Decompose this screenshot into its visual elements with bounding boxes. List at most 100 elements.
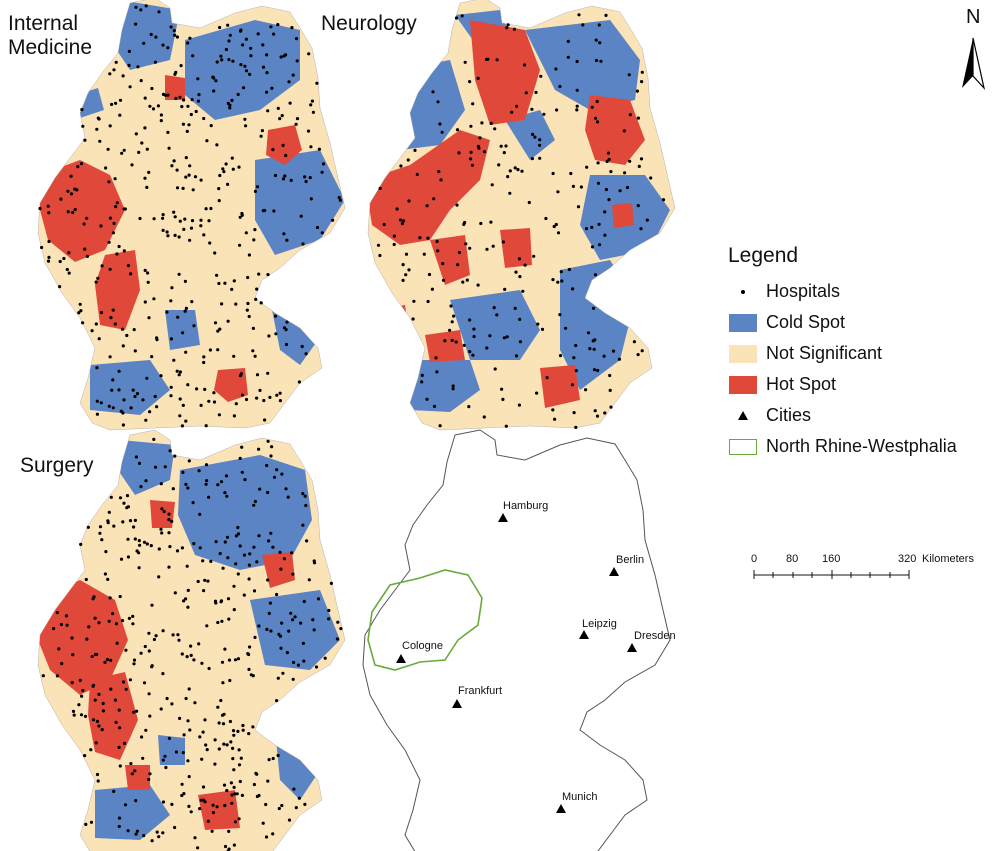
hospital-point: [182, 98, 186, 102]
hospital-point: [412, 299, 416, 303]
hospital-point: [606, 151, 611, 155]
hospital-point: [47, 255, 51, 259]
hospital-point: [551, 408, 555, 412]
hospital-point: [302, 659, 306, 663]
hospital-point: [187, 804, 191, 809]
hospital-point: [101, 701, 105, 706]
hospital-point: [450, 338, 454, 342]
hospital-point: [226, 23, 230, 27]
hospital-point: [140, 735, 144, 739]
hospital-point: [530, 157, 535, 161]
hospital-point: [244, 37, 248, 41]
hospital-point: [146, 271, 150, 275]
hospital-point: [225, 535, 230, 539]
hospital-point: [80, 108, 84, 112]
hospital-point: [253, 635, 257, 640]
hospital-point: [415, 172, 419, 177]
hospital-point: [107, 240, 111, 244]
hospital-point: [160, 507, 164, 511]
hospital-point: [200, 661, 204, 665]
hospital-point: [482, 150, 487, 154]
hospital-point: [47, 239, 51, 244]
hospital-point: [118, 594, 122, 599]
hospital-point: [218, 327, 222, 331]
hospital-point: [331, 218, 335, 222]
hospital-point: [142, 41, 146, 45]
hospital-point: [184, 696, 188, 701]
hospital-point: [304, 179, 308, 184]
hospital-point: [233, 792, 237, 796]
hospital-point: [230, 801, 234, 805]
hospital-point: [167, 518, 171, 522]
hospital-point: [269, 629, 273, 633]
hospital-point: [280, 803, 284, 808]
hospital-point: [137, 551, 141, 555]
hospital-point: [188, 164, 192, 168]
hospital-point: [427, 272, 432, 277]
hospital-point: [435, 239, 439, 244]
hospital-point: [167, 736, 171, 741]
hospital-point: [40, 245, 44, 250]
legend-label: Cold Spot: [766, 312, 846, 332]
hospital-point: [553, 417, 557, 421]
hospital-point: [530, 107, 534, 111]
hospital-point: [592, 347, 596, 351]
hospital-point: [329, 581, 333, 586]
hospital-point: [193, 701, 197, 705]
hospital-point: [586, 331, 591, 335]
hospital-point: [66, 189, 70, 193]
hospital-point: [117, 244, 121, 249]
north-arrow-icon: [962, 37, 986, 91]
hospital-point: [189, 644, 193, 648]
hospital-point: [148, 104, 152, 108]
hospital-point: [199, 218, 203, 222]
hospital-point: [207, 399, 211, 403]
hospital-point: [133, 537, 137, 541]
hospital-point: [577, 13, 581, 17]
hospital-point: [264, 802, 268, 807]
hospital-point: [113, 698, 117, 702]
hospital-point: [625, 185, 630, 190]
hospital-point: [266, 109, 270, 113]
hospital-point: [221, 681, 225, 685]
hospital-point: [174, 750, 178, 754]
hospital-point: [438, 424, 442, 428]
hospital-point: [223, 844, 228, 849]
hospital-point: [177, 235, 181, 239]
hospital-point: [134, 132, 138, 136]
hospital-point: [281, 671, 285, 675]
not-significant-swatch-icon: [728, 344, 758, 363]
map-neurology: [367, 0, 676, 431]
hospital-point: [398, 218, 403, 222]
hospital-point: [240, 393, 245, 397]
hospital-point: [508, 191, 512, 195]
city-marker-frankfurt: [452, 699, 462, 708]
hospital-point: [443, 339, 447, 343]
hospital-point: [93, 698, 97, 702]
hospital-point: [118, 113, 122, 117]
hospital-point: [202, 355, 206, 359]
hospital-point: [109, 658, 113, 662]
hospital-point: [107, 510, 111, 514]
hospital-point: [291, 572, 295, 576]
hospital-point: [117, 708, 121, 712]
hospital-point: [276, 106, 280, 110]
hospital-point: [490, 183, 494, 187]
hospital-point: [247, 732, 251, 736]
hospital-point: [104, 166, 108, 170]
hospital-point: [609, 405, 613, 409]
hospital-point: [152, 297, 156, 301]
hospital-point: [81, 124, 85, 128]
hospital-point: [212, 391, 216, 395]
hospital-point: [220, 660, 225, 664]
hospital-point: [192, 658, 196, 662]
hospital-point: [317, 147, 321, 151]
hospital-point: [169, 385, 173, 389]
hospital-point: [495, 313, 499, 317]
hospital-point: [132, 525, 136, 529]
city-label-dresden: Dresden: [634, 630, 676, 642]
hospital-point: [115, 201, 119, 205]
hospital-point: [85, 637, 89, 641]
hospital-point: [38, 206, 42, 211]
hospital-point: [303, 494, 307, 498]
